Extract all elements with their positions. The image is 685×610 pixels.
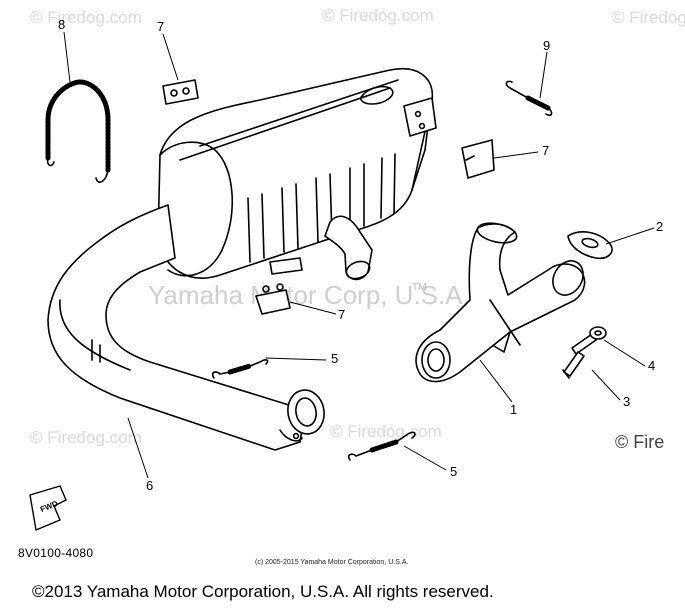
bolt-3 bbox=[562, 333, 597, 379]
watermark-mid-left: © Firedog.com bbox=[30, 428, 142, 447]
tail-pipe bbox=[324, 215, 373, 281]
exhaust-pipe-6 bbox=[47, 204, 325, 451]
gasket-2 bbox=[567, 231, 613, 260]
fwd-arrow-icon bbox=[29, 485, 67, 531]
muffler-body bbox=[157, 67, 437, 279]
callout-2: 2 bbox=[656, 219, 664, 234]
small-copyright: (c) 2005-2015 Yamaha Motor Corporation, … bbox=[255, 559, 409, 566]
watermark-right-edge: © Fire bbox=[615, 432, 665, 452]
leader-7c bbox=[289, 301, 337, 315]
callout-5-upper: 5 bbox=[331, 351, 339, 366]
callout-6: 6 bbox=[146, 478, 154, 493]
washer-4 bbox=[589, 326, 607, 340]
watermark-tm: TM bbox=[412, 282, 427, 293]
leader-5b bbox=[403, 445, 447, 471]
copyright-footer: ©2013 Yamaha Motor Corporation, U.S.A. A… bbox=[32, 582, 494, 601]
spring-9 bbox=[505, 80, 553, 117]
diagram-code: 8V0100-4080 bbox=[18, 546, 94, 560]
leader-5a bbox=[265, 357, 327, 361]
leader-2 bbox=[605, 227, 655, 245]
leader-7b bbox=[493, 151, 539, 159]
callout-7-top: 7 bbox=[157, 19, 165, 34]
manifold-1 bbox=[415, 222, 586, 383]
watermark-yamaha-corp: Yamaha Motor Corp, U.S.A. bbox=[148, 280, 470, 310]
leader-1 bbox=[479, 359, 513, 403]
watermark-top-right: © Firedog bbox=[612, 8, 685, 27]
leader-3 bbox=[591, 369, 621, 401]
callout-4: 4 bbox=[648, 358, 656, 373]
leader-7a bbox=[162, 33, 179, 81]
callout-1: 1 bbox=[510, 402, 518, 417]
callout-9: 9 bbox=[543, 38, 551, 53]
damper-7-top bbox=[162, 79, 199, 105]
damper-7-right bbox=[461, 139, 495, 179]
spring-8 bbox=[45, 79, 111, 183]
leader-9 bbox=[539, 51, 548, 99]
callout-8: 8 bbox=[58, 17, 66, 32]
leader-6 bbox=[127, 417, 149, 479]
spring-5-lower bbox=[347, 431, 416, 461]
watermark-top-mid: © Firedog.com bbox=[322, 6, 434, 25]
damper-7-bottom bbox=[255, 283, 291, 315]
callout-3: 3 bbox=[623, 394, 631, 409]
watermark-top-left: © Firedog.com bbox=[30, 8, 142, 27]
leader-4 bbox=[603, 339, 646, 367]
callout-7-bottom: 7 bbox=[338, 307, 346, 322]
leader-8 bbox=[63, 31, 71, 83]
callout-7-right: 7 bbox=[542, 143, 550, 158]
callout-5-lower: 5 bbox=[450, 464, 458, 479]
spring-5-upper bbox=[211, 359, 269, 379]
